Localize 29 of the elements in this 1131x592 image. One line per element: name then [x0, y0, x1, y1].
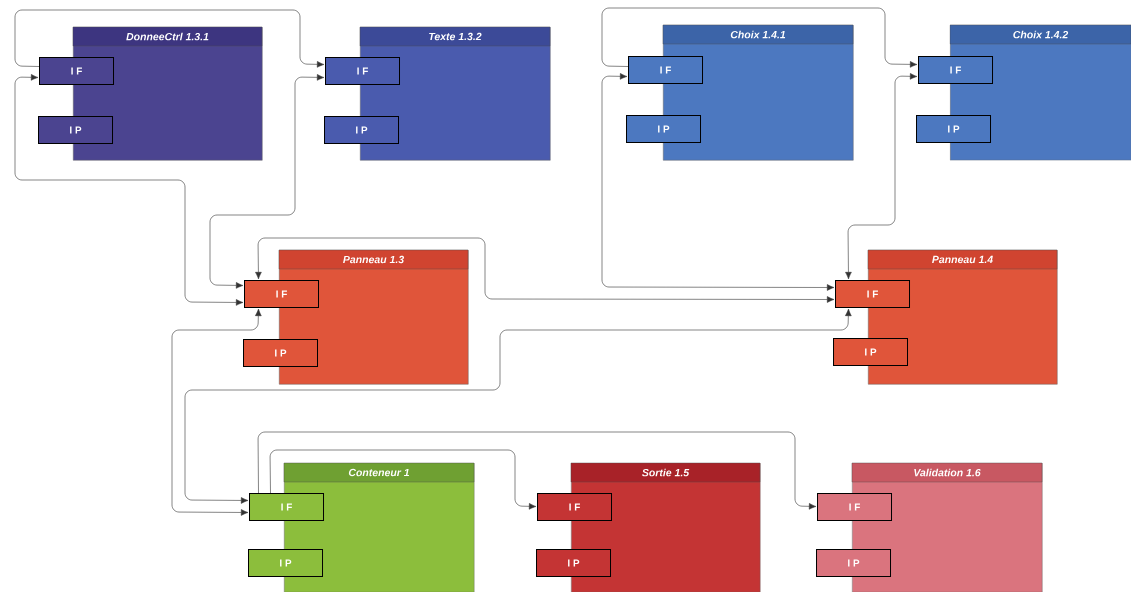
connector-arrow: [269, 449, 537, 510]
port-box: I F: [325, 57, 400, 85]
port-box: I P: [816, 549, 891, 577]
port-box: I F: [918, 56, 993, 84]
port-box: I P: [248, 549, 323, 577]
connector-arrow: [257, 431, 817, 510]
port-box: I P: [536, 549, 611, 577]
connector-arrow: [601, 73, 835, 291]
port-box: I P: [626, 115, 701, 143]
port-box: I P: [243, 339, 318, 367]
connector-arrow: [171, 308, 262, 516]
port-box: I F: [249, 493, 324, 521]
port-box: I F: [817, 493, 892, 521]
connector-arrow: [14, 74, 244, 306]
connector-arrow: [845, 73, 918, 280]
port-box: I F: [39, 57, 114, 85]
connector-arrow: [601, 7, 918, 68]
port-box: I F: [835, 280, 910, 308]
connector-arrow: [255, 237, 835, 303]
connector-arrow: [14, 9, 325, 68]
port-box: I F: [537, 493, 612, 521]
connector-arrow: [209, 74, 325, 289]
port-box: I P: [38, 116, 113, 144]
port-box: I F: [628, 56, 703, 84]
port-box: I F: [244, 280, 319, 308]
port-box: I P: [916, 115, 991, 143]
connector-arrow: [184, 308, 852, 504]
port-box: I P: [324, 116, 399, 144]
port-box: I P: [833, 338, 908, 366]
